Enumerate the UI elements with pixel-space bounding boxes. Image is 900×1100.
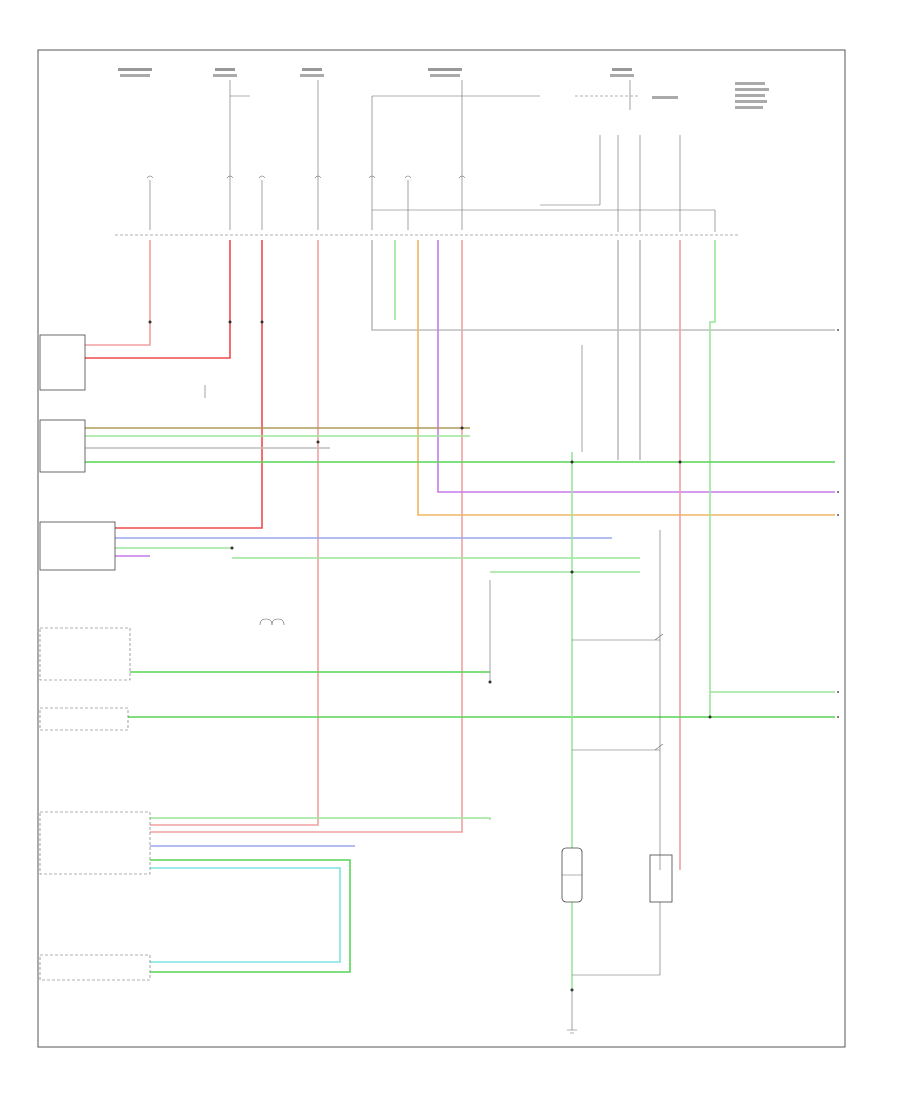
relay-component (649, 854, 673, 903)
component-box-left-module (39, 419, 86, 473)
wires (85, 240, 835, 990)
right-components (259, 618, 673, 1034)
component-box-middle (39, 627, 131, 681)
top-power-sources (118, 68, 769, 109)
splices (148, 320, 712, 992)
component-box-top-left (39, 334, 86, 391)
fuses (146, 175, 466, 179)
component-box-switch (39, 521, 116, 571)
diagram-border (37, 49, 846, 1048)
component-box-lower-module (39, 811, 151, 875)
fuse-feeds (149, 80, 716, 232)
component-box-sensor (39, 707, 129, 731)
left-components (39, 334, 151, 981)
component-box-bottom (39, 954, 151, 981)
right-edge-connectors (837, 329, 839, 718)
